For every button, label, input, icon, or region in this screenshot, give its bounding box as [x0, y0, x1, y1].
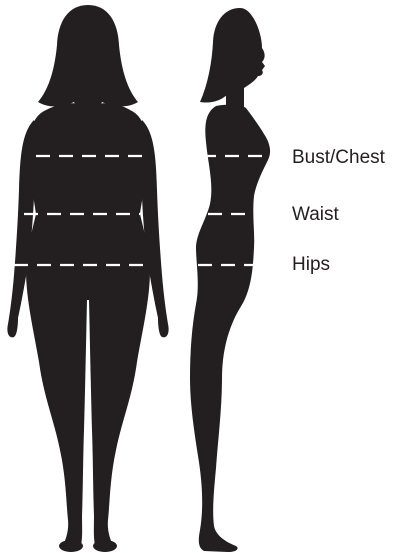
waist-label: Waist — [292, 204, 339, 226]
front-left-foot — [59, 540, 83, 552]
front-hair — [38, 5, 138, 107]
front-right-foot — [93, 540, 117, 552]
front-body-silhouette-icon — [7, 5, 168, 552]
bust-chest-label: Bust/Chest — [292, 147, 385, 169]
front-body — [26, 103, 150, 549]
side-body-silhouette-icon — [190, 8, 270, 552]
hips-label: Hips — [292, 254, 330, 276]
